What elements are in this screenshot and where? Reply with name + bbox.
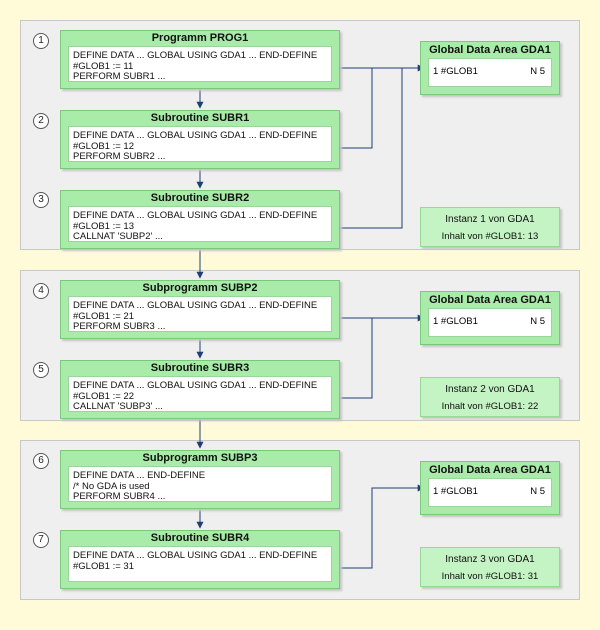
module-box-subp2: Subprogramm SUBP2 DEFINE DATA ... GLOBAL… [60,280,340,339]
instance-box-2: Instanz 2 von GDA1 Inhalt von #GLOB1: 22 [420,377,560,417]
code-line: PERFORM SUBR1 ... [73,71,166,82]
gda-variable: 1 #GLOB1 [433,66,478,77]
gda-variable: 1 #GLOB1 [433,486,478,497]
code-line: #GLOB1 := 12 [73,140,134,152]
gda-title: Global Data Area GDA1 [429,294,551,306]
gda-body: 1 #GLOB1 N 5 [428,58,552,87]
gda-box-2: Global Data Area GDA1 1 #GLOB1 N 5 [420,291,560,345]
module-title: Subprogramm SUBP3 [142,452,258,464]
code-line: #GLOB1 := 11 [73,60,134,72]
step-number-6: 6 [33,453,49,469]
instance-box-1: Instanz 1 von GDA1 Inhalt von #GLOB1: 13 [420,207,560,247]
module-box-subr4: Subroutine SUBR4 DEFINE DATA ... GLOBAL … [60,530,340,589]
step-number-4: 4 [33,283,49,299]
code-line: DEFINE DATA ... GLOBAL USING GDA1 ... EN… [73,380,318,391]
module-code: DEFINE DATA ... GLOBAL USING GDA1 ... EN… [68,126,332,162]
module-code: DEFINE DATA ... GLOBAL USING GDA1 ... EN… [68,46,332,82]
gda-box-1: Global Data Area GDA1 1 #GLOB1 N 5 [420,41,560,95]
gda-title: Global Data Area GDA1 [429,464,551,476]
instance-label: Instanz 2 von GDA1 [445,384,535,395]
module-box-prog1: Programm PROG1 DEFINE DATA ... GLOBAL US… [60,30,340,89]
code-line: PERFORM SUBR4 ... [73,491,166,502]
instance-label: Instanz 1 von GDA1 [445,214,535,225]
module-title: Subroutine SUBR3 [150,362,250,374]
code-line: CALLNAT 'SUBP2' ... [73,231,163,242]
module-box-subp3: Subprogramm SUBP3 DEFINE DATA ... END-DE… [60,450,340,509]
module-code: DEFINE DATA ... END-DEFINE /* No GDA is … [68,466,332,502]
code-line: #GLOB1 := 31 [73,560,134,572]
step-number-1: 1 [33,33,49,49]
gda-format: N 5 [530,66,545,77]
code-line: /* No GDA is used [73,480,150,492]
gda-box-3: Global Data Area GDA1 1 #GLOB1 N 5 [420,461,560,515]
step-number-3: 3 [33,192,49,208]
module-code: DEFINE DATA ... GLOBAL USING GDA1 ... EN… [68,546,332,582]
gda-body: 1 #GLOB1 N 5 [428,478,552,507]
code-line: #GLOB1 := 21 [73,310,134,322]
module-code: DEFINE DATA ... GLOBAL USING GDA1 ... EN… [68,296,332,332]
module-code: DEFINE DATA ... GLOBAL USING GDA1 ... EN… [68,376,332,412]
module-title: Programm PROG1 [151,32,249,44]
code-line: #GLOB1 := 22 [73,390,134,402]
module-box-subr1: Subroutine SUBR1 DEFINE DATA ... GLOBAL … [60,110,340,169]
code-line: DEFINE DATA ... END-DEFINE [73,470,206,481]
step-number-7: 7 [33,532,49,548]
module-title: Subprogramm SUBP2 [142,282,258,294]
step-number-5: 5 [33,362,49,378]
gda-variable: 1 #GLOB1 [433,316,478,327]
module-code: DEFINE DATA ... GLOBAL USING GDA1 ... EN… [68,206,332,242]
code-line: DEFINE DATA ... GLOBAL USING GDA1 ... EN… [73,210,318,221]
module-title: Subroutine SUBR4 [150,532,250,544]
code-line: PERFORM SUBR2 ... [73,151,166,162]
code-line: DEFINE DATA ... GLOBAL USING GDA1 ... EN… [73,130,318,141]
gda-format: N 5 [530,486,545,497]
instance-content: Inhalt von #GLOB1: 31 [441,571,539,582]
code-line: CALLNAT 'SUBP3' ... [73,401,163,412]
module-box-subr3: Subroutine SUBR3 DEFINE DATA ... GLOBAL … [60,360,340,419]
code-line: DEFINE DATA ... GLOBAL USING GDA1 ... EN… [73,300,318,311]
gda-title: Global Data Area GDA1 [429,44,551,56]
instance-box-3: Instanz 3 von GDA1 Inhalt von #GLOB1: 31 [420,547,560,587]
module-title: Subroutine SUBR2 [150,192,250,204]
code-line: #GLOB1 := 13 [73,220,134,232]
code-line: PERFORM SUBR3 ... [73,321,166,332]
instance-label: Instanz 3 von GDA1 [445,554,535,565]
code-line: DEFINE DATA ... GLOBAL USING GDA1 ... EN… [73,50,318,61]
instance-content: Inhalt von #GLOB1: 13 [441,231,539,242]
module-title: Subroutine SUBR1 [150,112,250,124]
module-box-subr2: Subroutine SUBR2 DEFINE DATA ... GLOBAL … [60,190,340,249]
code-line: DEFINE DATA ... GLOBAL USING GDA1 ... EN… [73,550,318,561]
instance-content: Inhalt von #GLOB1: 22 [441,401,539,412]
gda-body: 1 #GLOB1 N 5 [428,308,552,337]
step-number-2: 2 [33,113,49,129]
gda-format: N 5 [530,316,545,327]
